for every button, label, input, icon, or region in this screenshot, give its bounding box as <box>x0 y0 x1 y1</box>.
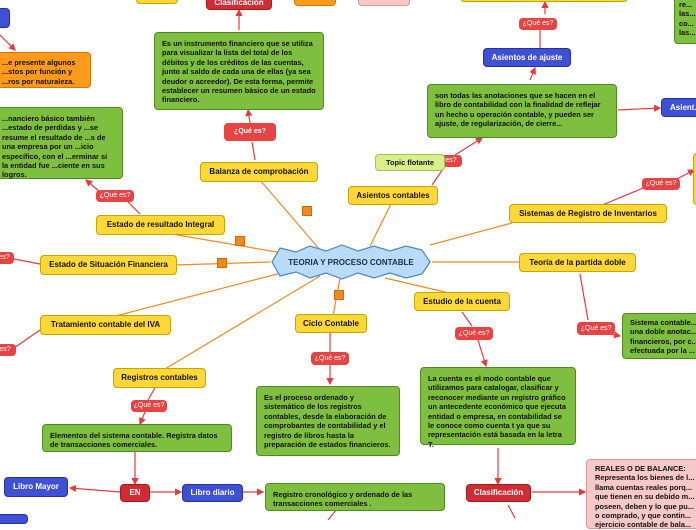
resultado-integral-que-es[interactable]: ¿Qué es? <box>96 190 134 202</box>
balanza-description-text: Es un instrumento financiero que se util… <box>162 39 316 105</box>
estudio-que-es[interactable]: ¿Qué es? <box>455 327 493 340</box>
libro-mayor-label: Libro Mayor <box>13 482 59 491</box>
partida-doble-description-text: Sistema contable... una doble anotac... … <box>630 318 696 356</box>
right-top-green-partial[interactable]: re... las... co... las... <box>674 0 696 44</box>
ciclo-label: Ciclo Contable <box>302 318 359 328</box>
balanza-label: Balanza de comprobación <box>209 167 309 176</box>
balanza-que-es[interactable]: ¿Qué es? <box>224 123 276 141</box>
clasificacion-top-label: Clasificación <box>214 0 264 7</box>
libro-diario-description-text: Registro cronológico y ordenado de las t… <box>273 490 413 509</box>
estudio-description-text: La cuenta es el modo contable que utiliz… <box>428 374 566 449</box>
inventarios-que-es-label: ¿Qué es? <box>645 180 677 187</box>
balanza-node[interactable]: Balanza de comprobación <box>200 162 318 182</box>
asientos-ajuste-label: Asientos de ajuste <box>491 52 563 62</box>
balanza-que-es-label: ¿Qué es? <box>234 128 266 135</box>
registros-que-es-label: ¿Qué es? <box>133 402 165 409</box>
situacion-que-es[interactable]: es? <box>0 252 14 264</box>
top-pink-partial-node[interactable] <box>358 0 410 6</box>
libro-mayor-node[interactable]: Libro Mayor <box>4 477 68 497</box>
inventarios-label: Sistemas de Registro de Inventarios <box>519 208 657 218</box>
registros-que-es[interactable]: ¿Qué es? <box>131 400 167 412</box>
central-topic[interactable]: TEORIA Y PROCESO CONTABLE <box>268 244 434 280</box>
situacion-node[interactable]: Estado de Situación Financiera <box>40 255 177 275</box>
connector-handle[interactable] <box>235 236 245 246</box>
registros-label: Registros contables <box>121 373 198 382</box>
right-top-green-partial-text: re... las... co... las... <box>679 0 696 38</box>
central-topic-shape <box>271 244 431 280</box>
partida-doble-que-es[interactable]: ¿Qué es? <box>577 322 615 335</box>
estudio-que-es-label: ¿Qué es? <box>458 329 490 337</box>
resultado-integral-label: Estado de resultado Integral <box>106 220 215 229</box>
topic-flotante-label: Topic flotante <box>386 157 434 167</box>
asientos-ajuste-que-es-label: ¿Qué es? <box>522 20 554 27</box>
balanza-description[interactable]: Es un instrumento financiero que se util… <box>154 32 324 110</box>
situacion-que-es-label: es? <box>0 254 10 261</box>
top-yellow-partial-node[interactable] <box>136 0 178 4</box>
asientos-ajuste-node[interactable]: Asientos de ajuste <box>483 48 571 67</box>
iva-node[interactable]: Tratamiento contable del IVA <box>40 315 171 335</box>
asientos-right-node[interactable]: Asient... <box>661 98 696 117</box>
clasificacion-top-node[interactable]: Clasificación <box>206 0 272 10</box>
ciclo-que-es-label: ¿Qué es? <box>314 354 346 362</box>
estudio-description[interactable]: La cuenta es el modo contable que utiliz… <box>420 367 576 449</box>
asientos-label: Asientos contables <box>356 190 430 200</box>
asientos-description-text: son todas las anotaciones que se hacen e… <box>435 91 601 129</box>
connector-handle[interactable] <box>302 206 312 216</box>
resultado-integral-description[interactable]: ...nanciero básico también ...estado de … <box>0 107 123 179</box>
asientos-que-es[interactable]: es? <box>440 155 462 167</box>
libro-diario-node[interactable]: Libro diario <box>182 484 243 502</box>
ciclo-que-es[interactable]: ¿Qué es? <box>311 352 349 365</box>
asientos-que-es-label: es? <box>445 157 457 164</box>
top-yellow-partial-node-right[interactable] <box>460 0 628 2</box>
clasificacion-bottom-node[interactable]: Clasificación <box>466 484 531 502</box>
topic-flotante-node[interactable]: Topic flotante <box>375 154 445 171</box>
en-label: EN <box>129 488 141 497</box>
central-topic-label: TEORIA Y PROCESO CONTABLE <box>288 257 414 267</box>
reales-description[interactable]: REALES O DE BALANCE: Representa los bien… <box>586 459 696 529</box>
partida-doble-description[interactable]: Sistema contable... una doble anotac... … <box>622 313 696 359</box>
asientos-ajuste-que-es[interactable]: ¿Qué es? <box>519 18 557 30</box>
left-blue-partial-node[interactable] <box>0 8 10 28</box>
partida-doble-que-es-label: ¿Qué es? <box>580 324 612 332</box>
connector-handle[interactable] <box>334 290 344 300</box>
iva-que-es[interactable]: es? <box>0 344 16 356</box>
libro-diario-description[interactable]: Registro cronológico y ordenado de las t… <box>265 483 445 511</box>
inventarios-node[interactable]: Sistemas de Registro de Inventarios <box>509 204 667 223</box>
estudio-node[interactable]: Estudio de la cuenta <box>414 292 510 311</box>
asientos-description[interactable]: son todas las anotaciones que se hacen e… <box>427 84 617 138</box>
clasificacion-bottom-label: Clasificación <box>473 488 524 497</box>
en-node[interactable]: EN <box>120 484 150 502</box>
asientos-node[interactable]: Asientos contables <box>348 186 438 205</box>
ciclo-node[interactable]: Ciclo Contable <box>295 314 367 333</box>
registros-description-text: Elementos del sistema contable. Registra… <box>50 431 218 450</box>
right-yellow-partial-node[interactable] <box>693 153 696 205</box>
estudio-label: Estudio de la cuenta <box>423 296 501 306</box>
resultado-integral-node[interactable]: Estado de resultado Integral <box>96 215 225 235</box>
reales-title: REALES O DE BALANCE: <box>595 464 686 473</box>
left-orange-note-text: ...e presente algunos ...stos por funció… <box>2 58 76 86</box>
partida-doble-node[interactable]: Teoría de la partida doble <box>519 253 636 272</box>
libro-diario-label: Libro diario <box>190 488 235 497</box>
ciclo-description[interactable]: Es el proceso ordenado y sistemático de … <box>256 386 400 456</box>
situacion-label: Estado de Situación Financiera <box>49 260 168 269</box>
inventarios-que-es[interactable]: ¿Qué es? <box>642 178 680 190</box>
left-orange-note[interactable]: ...e presente algunos ...stos por funció… <box>0 52 91 88</box>
asientos-right-label: Asient... <box>670 102 696 112</box>
resultado-integral-description-text: ...nanciero básico también ...estado de … <box>2 114 108 180</box>
top-orange-partial-node[interactable] <box>294 0 336 6</box>
bottom-blue-partial-node[interactable] <box>0 514 28 524</box>
partida-doble-label: Teoría de la partida doble <box>529 257 626 267</box>
registros-node[interactable]: Registros contables <box>113 368 206 388</box>
ciclo-description-text: Es el proceso ordenado y sistemático de … <box>264 393 391 450</box>
iva-que-es-label: es? <box>0 346 11 353</box>
registros-description[interactable]: Elementos del sistema contable. Registra… <box>42 424 232 452</box>
connector-handle[interactable] <box>217 258 227 268</box>
resultado-integral-que-es-label: ¿Qué es? <box>99 192 131 199</box>
iva-label: Tratamiento contable del IVA <box>50 320 161 329</box>
reales-text: Representa los bienes de l... llama cuen… <box>595 473 695 530</box>
